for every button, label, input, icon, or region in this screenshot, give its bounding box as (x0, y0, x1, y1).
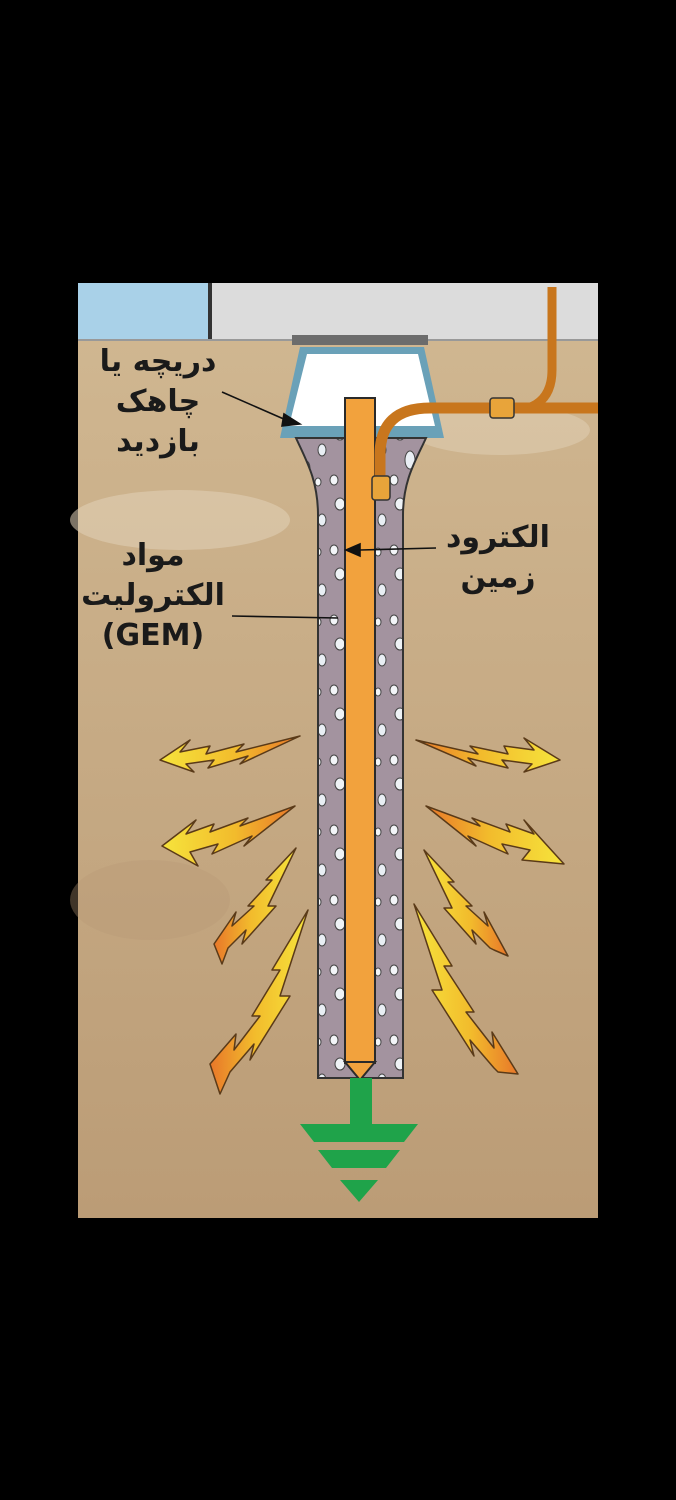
electrode-rod (344, 397, 376, 1064)
label-line: الکترولیت (81, 578, 225, 613)
label-line: چاهک (115, 384, 201, 419)
lightning-bolt-icon (161, 805, 296, 867)
soil-texture (70, 490, 290, 550)
discharge-bolts-left (159, 735, 309, 1095)
ground-cable (374, 402, 598, 478)
electrode-tip (342, 1061, 378, 1082)
soil-texture (410, 405, 590, 455)
lightning-bolt-icon (423, 849, 509, 957)
label-ground-electrode: الکترود زمین (438, 518, 558, 598)
ground-symbol-bar-2 (318, 1150, 400, 1168)
label-line: الکترود (446, 520, 550, 555)
lightning-bolt-icon (209, 909, 309, 1095)
arrowhead-icon (343, 542, 361, 558)
pit-interior (289, 354, 435, 426)
lightning-bolt-icon (415, 737, 561, 773)
pointer-gem (231, 615, 339, 619)
ground-symbol-stem (350, 1078, 372, 1126)
soil-texture (70, 860, 230, 940)
label-line: (GEM) (101, 618, 205, 653)
pointer-hatch (221, 391, 287, 421)
discharge-bolts-right (413, 737, 565, 1075)
label-pointers (221, 391, 437, 619)
ground-symbol-bar-3 (340, 1180, 378, 1202)
pit-cover (292, 335, 428, 345)
ground-symbol-bar-1 (300, 1124, 418, 1142)
cable-joint (489, 397, 515, 419)
ground-cable-riser (526, 287, 557, 413)
pointer-electrode (359, 547, 437, 551)
lightning-bolt-icon (213, 847, 297, 965)
label-electrolyte-material: مواد الکترولیت (GEM) (74, 536, 232, 656)
lightning-bolt-icon (159, 735, 301, 773)
label-line: زمین (460, 560, 536, 595)
label-line: بازدید (116, 424, 200, 459)
label-inspection-pit: دریچه یا چاهک بازدید (96, 342, 220, 462)
lightning-bolt-icon (413, 903, 519, 1075)
lightning-bolt-icon (425, 805, 565, 865)
label-line: دریچه یا (99, 344, 217, 379)
arrowhead-icon (281, 412, 303, 427)
cable-clamp (371, 475, 391, 501)
label-line: مواد (121, 538, 185, 573)
sky-left (78, 283, 208, 340)
